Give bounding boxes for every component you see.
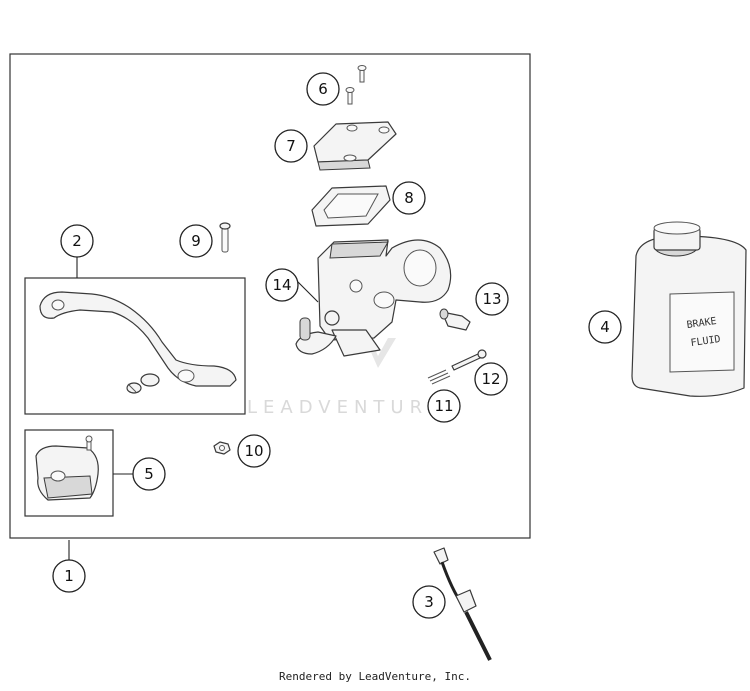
svg-text:10: 10 — [244, 442, 263, 460]
svg-text:14: 14 — [272, 276, 291, 294]
bottle-label-line1: BRAKE — [686, 316, 717, 331]
lever-guard — [35, 435, 99, 501]
callout-8[interactable]: 8 — [392, 181, 426, 215]
bottle-label-line2: FLUID — [690, 334, 721, 349]
assembly-frame — [9, 53, 531, 539]
brake-fluid-bottle: BRAKE FLUID — [631, 221, 747, 397]
callout-6[interactable]: 6 — [306, 72, 340, 106]
nut — [213, 441, 231, 455]
svg-text:5: 5 — [144, 465, 154, 483]
callout-3[interactable]: 3 — [412, 585, 446, 619]
cover-screws — [345, 65, 367, 105]
callout-11[interactable]: 11 — [427, 389, 461, 423]
svg-text:3: 3 — [424, 593, 434, 611]
lever-pivot-bolt — [219, 222, 231, 253]
lever-group-frame — [24, 277, 246, 415]
callout-14[interactable]: 14 — [265, 268, 299, 302]
side-bolt — [439, 308, 471, 331]
callout-9[interactable]: 9 — [179, 224, 213, 258]
svg-text:1: 1 — [64, 567, 74, 585]
callout-10[interactable]: 10 — [237, 434, 271, 468]
brake-lever — [39, 291, 237, 394]
callout-12[interactable]: 12 — [474, 362, 508, 396]
reservoir-cover — [313, 121, 397, 171]
spring-and-screw — [427, 349, 487, 385]
svg-text:11: 11 — [434, 397, 453, 415]
svg-text:12: 12 — [481, 370, 500, 388]
leader-14 — [297, 281, 319, 303]
svg-text:6: 6 — [318, 80, 328, 98]
callout-4[interactable]: 4 — [588, 310, 622, 344]
footer-credit: Rendered by LeadVenture, Inc. — [278, 670, 472, 683]
callout-1[interactable]: 1 — [52, 559, 86, 593]
callout-7[interactable]: 7 — [274, 129, 308, 163]
callout-5[interactable]: 5 — [132, 457, 166, 491]
guard-group-frame — [24, 429, 114, 517]
brake-line — [433, 547, 492, 661]
diaphragm — [311, 185, 391, 227]
callout-13[interactable]: 13 — [475, 282, 509, 316]
svg-text:13: 13 — [482, 290, 501, 308]
svg-text:4: 4 — [600, 318, 610, 336]
svg-text:8: 8 — [404, 189, 414, 207]
svg-text:2: 2 — [72, 232, 82, 250]
callout-2[interactable]: 2 — [60, 224, 94, 258]
watermark-text: LEADVENTURE — [247, 397, 445, 418]
svg-text:9: 9 — [191, 232, 201, 250]
svg-text:7: 7 — [286, 137, 296, 155]
master-cylinder-body — [295, 239, 452, 357]
